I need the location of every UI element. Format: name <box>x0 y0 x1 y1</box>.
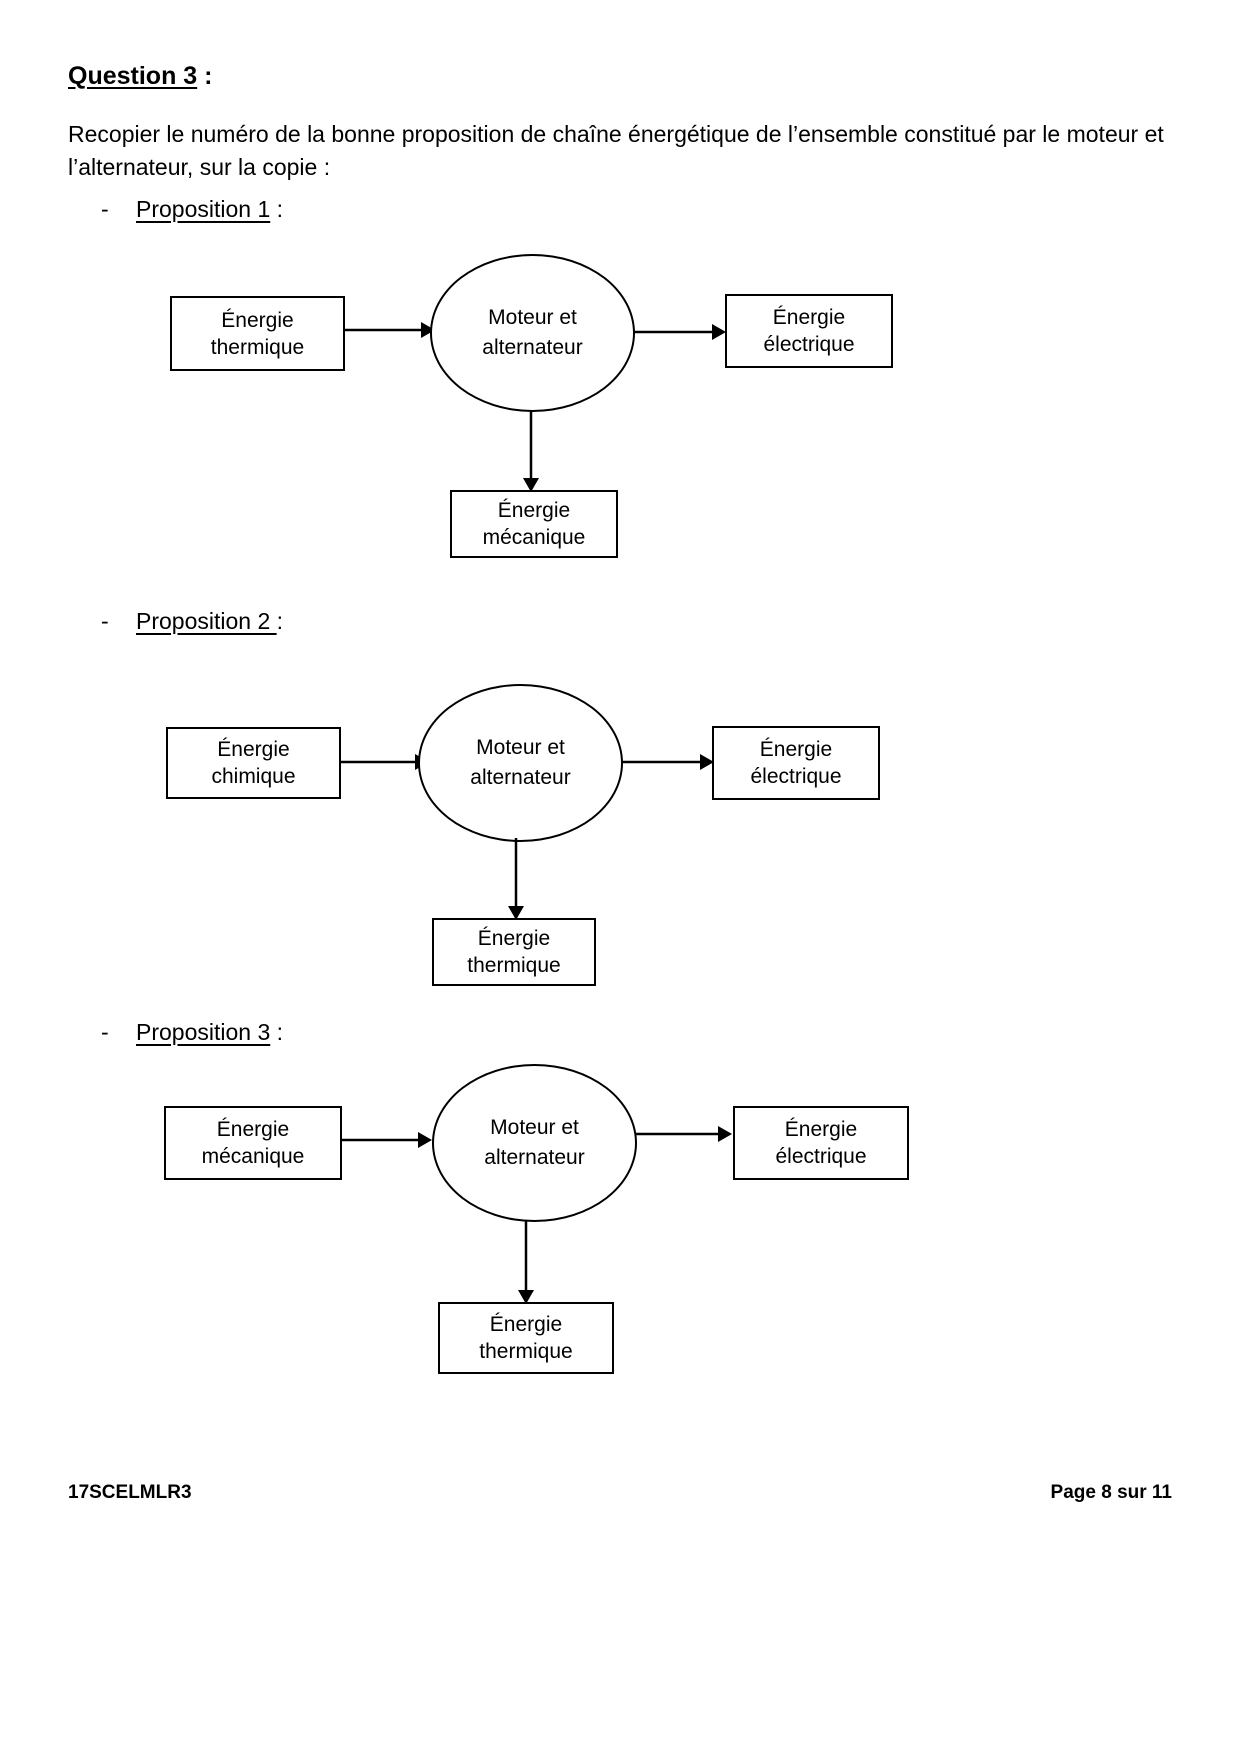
diagram-1-output-line2: électrique <box>763 333 855 356</box>
diagram-3-loss-line2: thermique <box>479 1340 573 1363</box>
proposition-2-label-text: Proposition 2 <box>136 608 277 634</box>
diagram-3-source-line1: Énergie <box>216 1118 290 1141</box>
diagram-3-converter-line2: alternateur <box>484 1146 585 1169</box>
bullet-dash: - <box>101 608 109 634</box>
diagram-3-converter-line1: Moteur et <box>490 1116 579 1139</box>
proposition-3-label-suffix: : <box>270 1019 284 1045</box>
question-title-suffix: : <box>197 62 213 90</box>
diagram-3-source-line2: mécanique <box>201 1145 305 1168</box>
diagram-2-output-box: Énergie électrique <box>712 726 880 800</box>
footer-exam-code: 17SCELMLR3 <box>68 1482 192 1503</box>
diagram-2-output-line2: électrique <box>750 765 842 788</box>
diagram-1-converter-ellipse: Moteur et alternateur <box>430 254 635 412</box>
proposition-3-label-text: Proposition 3 <box>136 1019 271 1045</box>
diagram-2-converter-line2: alternateur <box>470 766 571 789</box>
diagram-1-loss-box: Énergie mécanique <box>450 490 618 558</box>
page-footer: 17SCELMLR3 Page 8 sur 11 <box>68 1482 1172 1504</box>
diagram-1-arrow-input <box>345 322 435 338</box>
diagram-1-loss-line2: mécanique <box>482 526 586 549</box>
diagram-1-converter-line1: Moteur et <box>488 306 577 329</box>
diagram-2-converter-line1: Moteur et <box>476 736 565 759</box>
diagram-2-output-line1: Énergie <box>759 738 833 761</box>
diagram-3-arrow-input <box>342 1132 432 1148</box>
diagram-3-arrow-output <box>636 1126 732 1142</box>
diagram-1-arrow-output <box>634 324 726 340</box>
diagram-2-loss-box: Énergie thermique <box>432 918 596 986</box>
diagram-3-output-line2: électrique <box>775 1145 867 1168</box>
proposition-1-label: - Proposition 1 : <box>101 196 284 223</box>
diagram-2-source-line1: Énergie <box>217 738 290 761</box>
diagram-1-arrow-loss <box>523 410 539 492</box>
diagram-1-source-line2: thermique <box>210 335 305 359</box>
proposition-2-label-suffix: : <box>276 608 284 634</box>
diagram-3-output-box: Énergie électrique <box>733 1106 909 1180</box>
diagram-3-output-line1: Énergie <box>784 1118 858 1141</box>
diagram-1-loss-line1: Énergie <box>497 499 571 522</box>
bullet-dash: - <box>101 196 109 222</box>
bullet-dash: - <box>101 1019 109 1045</box>
diagram-2-arrow-output <box>622 754 714 770</box>
diagram-3-converter-ellipse: Moteur et alternateur <box>432 1064 637 1222</box>
diagram-1-source-box: Énergie thermique <box>170 296 345 371</box>
diagram-2-source-box: Énergie chimique <box>166 727 341 799</box>
intro-paragraph: Recopier le numéro de la bonne propositi… <box>68 121 1164 180</box>
proposition-1-label-text: Proposition 1 <box>136 196 271 222</box>
footer-page-indicator: Page 8 sur 11 <box>1050 1482 1172 1503</box>
diagram-3-loss-line1: Énergie <box>489 1313 563 1336</box>
diagram-1-output-box: Énergie électrique <box>725 294 893 368</box>
diagram-3-arrow-loss <box>518 1220 534 1304</box>
page-title: Question 3 : <box>68 62 212 91</box>
question-title-text: Question 3 <box>68 62 198 90</box>
diagram-2-source-line2: chimique <box>211 765 296 788</box>
diagram-3-source-box: Énergie mécanique <box>164 1106 342 1180</box>
diagram-2-converter-ellipse: Moteur et alternateur <box>418 684 623 842</box>
proposition-3-label: - Proposition 3 : <box>101 1019 284 1046</box>
diagram-2-arrow-loss <box>508 838 524 920</box>
diagram-1-output-line1: Énergie <box>772 306 846 329</box>
diagram-1-converter-line2: alternateur <box>482 336 583 359</box>
diagram-3-loss-box: Énergie thermique <box>438 1302 614 1374</box>
proposition-2-label: - Proposition 2 : <box>101 608 284 635</box>
diagram-2-loss-line1: Énergie <box>477 927 551 950</box>
proposition-1-label-suffix: : <box>270 196 284 222</box>
diagram-1-source-line1: Énergie <box>221 308 294 332</box>
diagram-2-arrow-input <box>341 754 429 770</box>
diagram-2-loss-line2: thermique <box>467 954 561 977</box>
